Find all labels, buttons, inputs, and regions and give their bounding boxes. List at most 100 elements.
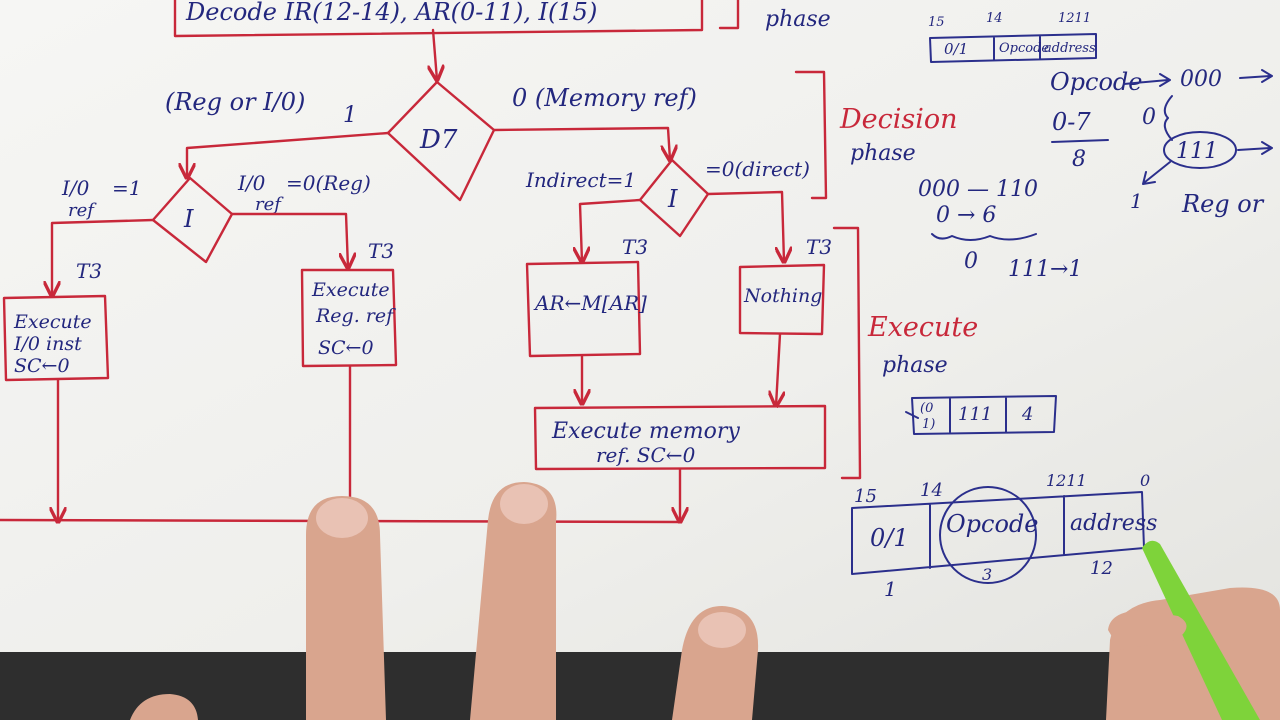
- right-branch-label: 0 (Memory ref): [512, 84, 697, 112]
- mid-arrow: [905, 411, 919, 419]
- box-ar: [525, 260, 642, 358]
- finger-4: [130, 694, 198, 720]
- execute-bracket: [832, 226, 862, 480]
- direct-label: =0(direct): [705, 157, 810, 181]
- indirect-label: Indirect=1: [525, 168, 636, 192]
- arrow-111-right: [1237, 141, 1273, 155]
- decision-bracket: [794, 70, 828, 200]
- d7-label: D7: [419, 125, 458, 155]
- top-format-box: [929, 33, 1097, 63]
- opcode-label: Opcode: [1050, 68, 1143, 96]
- opcode-brace: [1163, 95, 1173, 141]
- ellipse-111: [1163, 131, 1237, 169]
- arrow-111-down: [1142, 161, 1171, 185]
- one11-to-1: 111→1: [1008, 257, 1082, 282]
- execute-phase: phase: [882, 353, 948, 378]
- i-right-yes-line: [580, 198, 642, 262]
- big-bits-1211: 1211: [1046, 471, 1087, 490]
- i-left-yes-val: =1: [112, 176, 141, 200]
- t3-ar: T3: [622, 235, 648, 259]
- box-execute-memory: [533, 404, 827, 471]
- mid-cell-2: 111: [958, 404, 992, 425]
- phase-top-label: phase: [765, 7, 831, 32]
- top-bits-15: 15: [928, 15, 945, 30]
- big-cell-2: Opcode: [946, 510, 1039, 538]
- box-nothing: [738, 263, 826, 336]
- hand-fingers: [130, 482, 1280, 720]
- opcode-000: 000: [1180, 67, 1222, 92]
- big-cell-1: 0/1: [870, 524, 909, 552]
- i-left-no-val: =0(Reg): [286, 171, 371, 195]
- box-reg-line1: Execute: [311, 279, 390, 301]
- box-execute-reg: [300, 268, 398, 368]
- box-io-line1: Execute: [13, 311, 92, 333]
- range-brace: [931, 233, 1037, 241]
- desk-shadow: [0, 652, 1280, 720]
- left-branch-label: (Reg or I/0): [165, 88, 305, 116]
- big-under-12: 12: [1090, 558, 1113, 579]
- i-left-yes-line: [52, 218, 155, 296]
- finger-2: [470, 482, 557, 720]
- decision-label: Decision: [839, 104, 958, 135]
- mid-cell-1a: (0: [920, 401, 933, 416]
- right-hand-fingers: [1108, 610, 1187, 650]
- opcode-000-arrow: [1239, 69, 1273, 83]
- d7-right-line: [492, 126, 670, 160]
- box-reg-line2: Reg. ref: [315, 305, 396, 327]
- decision-phase: phase: [850, 141, 916, 166]
- box-mem-line2: ref. SC←0: [596, 443, 696, 467]
- decode-box: [173, 0, 704, 38]
- zero-to-six: 0 → 6: [936, 203, 996, 228]
- big-under-3: 3: [982, 565, 992, 584]
- zero-b: 0: [964, 249, 978, 274]
- box-execute-io: [2, 294, 110, 382]
- one-label: 1: [1130, 189, 1143, 213]
- i-right-diamond: [638, 158, 710, 238]
- zero-label: 0: [1142, 105, 1156, 130]
- execute-label: Execute: [867, 312, 978, 343]
- box-ar-text: AR←M[AR]: [533, 291, 647, 315]
- big-bits-15: 15: [854, 486, 877, 507]
- opcode-arrow: [1123, 73, 1171, 87]
- one-one-one: 111: [1176, 139, 1218, 164]
- t3-nothing: T3: [806, 235, 832, 259]
- mid-format-box: [911, 395, 1057, 435]
- phase-bracket-top: [718, 0, 740, 30]
- finger-2-nail: [500, 484, 548, 524]
- i-left-no-b: ref: [255, 194, 284, 215]
- top-cell-1: 0/1: [944, 40, 968, 58]
- top-cell-3: address: [1044, 41, 1096, 56]
- finger-1-nail: [316, 498, 368, 538]
- i-left-no-a: I/0: [237, 171, 266, 195]
- nothing-down-line: [776, 332, 780, 406]
- arrow-to-d7: [433, 28, 437, 80]
- fraction-line: [1051, 139, 1109, 143]
- eight-label: 8: [1072, 147, 1086, 172]
- side-notes: 15 14 1211 0/1 Opcode address Opcode 000…: [851, 11, 1273, 601]
- d7-left-line: [187, 131, 390, 178]
- left-branch-value: 1: [343, 103, 357, 128]
- finger-1: [306, 496, 386, 720]
- t3-reg: T3: [368, 239, 394, 263]
- i-left-diamond: [151, 176, 234, 264]
- i-left-yes-a: I/0: [61, 176, 90, 200]
- finger-3-nail: [698, 612, 746, 648]
- mid-cell-3: 4: [1021, 404, 1033, 425]
- mid-cell-1b: 1): [922, 417, 935, 432]
- big-cell-3: address: [1070, 511, 1157, 536]
- big-bits-14: 14: [920, 480, 943, 501]
- top-bits-1211: 1211: [1058, 11, 1091, 26]
- decode-box-text: Decode IR(12-14), AR(0-11), I(15): [185, 0, 597, 26]
- box-reg-line3: SC←0: [318, 337, 374, 359]
- i-right-no-line: [706, 190, 784, 262]
- box-io-line2: I/0 inst: [13, 333, 82, 355]
- big-bits-0: 0: [1140, 471, 1150, 490]
- big-under-1: 1: [884, 577, 897, 601]
- i-right-label: I: [667, 185, 678, 213]
- top-cell-2: Opcode: [999, 41, 1049, 56]
- box-mem-line1: Execute memory: [551, 419, 740, 444]
- i-left-label: I: [183, 205, 194, 233]
- range-label: 000 — 110: [918, 177, 1038, 202]
- flowchart: Decode IR(12-14), AR(0-11), I(15) phase …: [0, 0, 978, 522]
